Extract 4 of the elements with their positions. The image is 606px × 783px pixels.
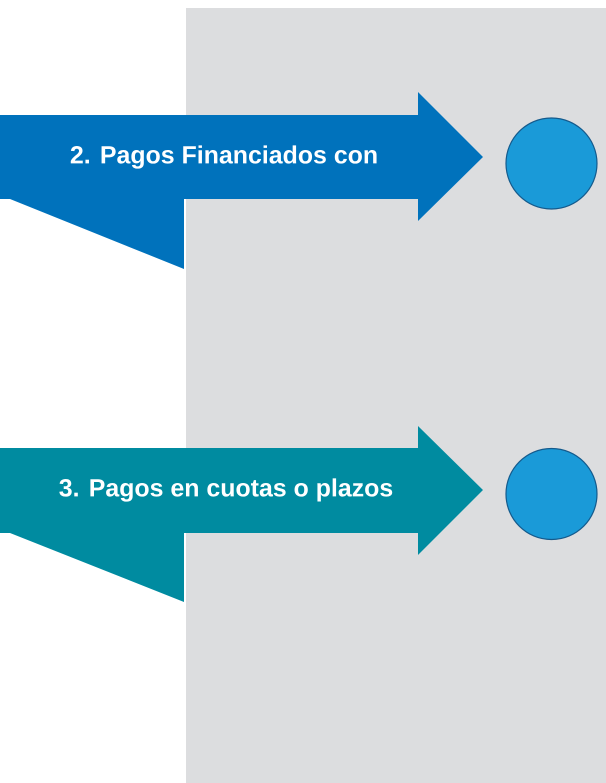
round-button: [505, 117, 598, 210]
arrow-callout: 2. Pagos Financiados con: [0, 92, 483, 269]
round-button: [505, 448, 598, 540]
arrow-callout: 3. Pagos en cuotas o plazos: [0, 426, 483, 602]
